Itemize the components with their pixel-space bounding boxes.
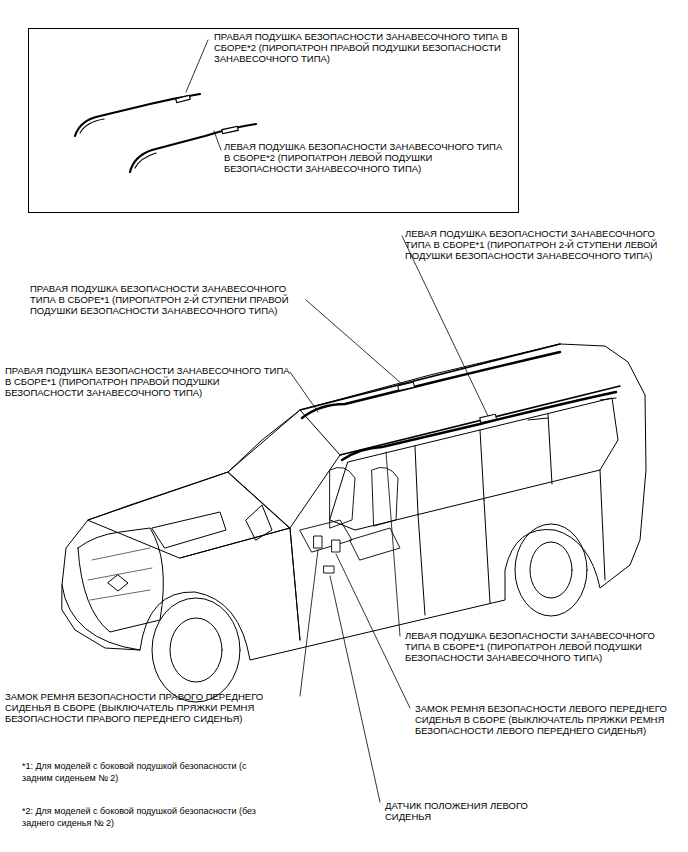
part-label: ЗАМОК РЕМНЯ БЕЗОПАСНОСТИ ЛЕВОГО ПЕРЕДНЕГ… — [415, 703, 683, 736]
main-airbags — [302, 352, 616, 460]
inflator — [398, 382, 415, 390]
part-label: ПРАВАЯ ПОДУШКА БЕЗОПАСНОСТИ ЗАНАВЕСОЧНОГ… — [214, 31, 510, 64]
roof-rail — [300, 344, 560, 410]
grille-bars — [88, 548, 152, 600]
roof-rail — [340, 386, 620, 455]
front-rim — [170, 618, 222, 682]
side-mirror — [246, 505, 272, 540]
bumper — [62, 585, 140, 650]
part-label: ЗАМОК РЕМНЯ БЕЗОПАСНОСТИ ПРАВОГО ПЕРЕДНЕ… — [5, 691, 297, 724]
leader-line — [186, 40, 208, 92]
pillar — [415, 414, 552, 514]
leader-line — [402, 236, 488, 416]
footnote: *2: Для моделей с боковой подушкой безоп… — [22, 805, 268, 829]
seat-cushion — [300, 520, 352, 552]
part-label: ПРАВАЯ ПОДУШКА БЕЗОПАСНОСТИ ЗАНАВЕСОЧНОГ… — [30, 283, 314, 316]
seat-back — [372, 467, 398, 526]
part-label: ДАТЧИК ПОЛОЖЕНИЯ ЛЕВОГО СИДЕНЬЯ — [385, 800, 555, 822]
part-label: ЛЕВАЯ ПОДУШКА БЕЗОПАСНОСТИ ЗАНАВЕСОЧНОГО… — [224, 141, 510, 174]
curtain-airbag — [342, 392, 616, 460]
part-label: ЛЕВАЯ ПОДУШКА БЕЗОПАСНОСТИ ЗАНАВЕСОЧНОГО… — [405, 228, 681, 261]
door-line — [290, 470, 605, 640]
curtain-airbag — [135, 153, 156, 168]
leader-line — [330, 576, 380, 802]
side-windows — [330, 398, 618, 530]
grille — [78, 528, 163, 632]
curtain-airbag — [75, 94, 200, 136]
interior — [300, 467, 400, 573]
buckle — [332, 540, 340, 552]
seat-sensor — [324, 566, 334, 573]
leader-line — [300, 550, 318, 696]
rear-wheel — [515, 524, 587, 616]
emblem — [108, 575, 128, 591]
leader-line — [336, 554, 410, 708]
leader-line — [306, 300, 402, 384]
leader-line — [214, 131, 221, 150]
seat-back — [330, 467, 355, 528]
footnote: *1: Для моделей с боковой подушкой безоп… — [22, 760, 268, 784]
hood — [88, 472, 290, 558]
part-label: ПРАВАЯ ПОДУШКА БЕЗОПАСНОСТИ ЗАНАВЕСОЧНОГ… — [5, 365, 291, 398]
leader-line — [386, 452, 400, 636]
rear-rim — [530, 542, 572, 598]
part-label: ЛЕВАЯ ПОДУШКА БЕЗОПАСНОСТИ ЗАНАВЕСОЧНОГО… — [405, 630, 681, 663]
inset-box: ПРАВАЯ ПОДУШКА БЕЗОПАСНОСТИ ЗАНАВЕСОЧНОГ… — [28, 28, 519, 213]
headlamp — [152, 512, 226, 548]
fender-line — [180, 528, 300, 640]
leader-line — [290, 372, 318, 412]
inflator — [176, 95, 191, 102]
curtain-airbag — [302, 352, 560, 418]
curtain-airbag — [80, 119, 104, 133]
front-wheel — [152, 598, 240, 702]
inflator — [222, 126, 238, 133]
buckle — [314, 536, 322, 548]
windshield — [228, 410, 340, 528]
